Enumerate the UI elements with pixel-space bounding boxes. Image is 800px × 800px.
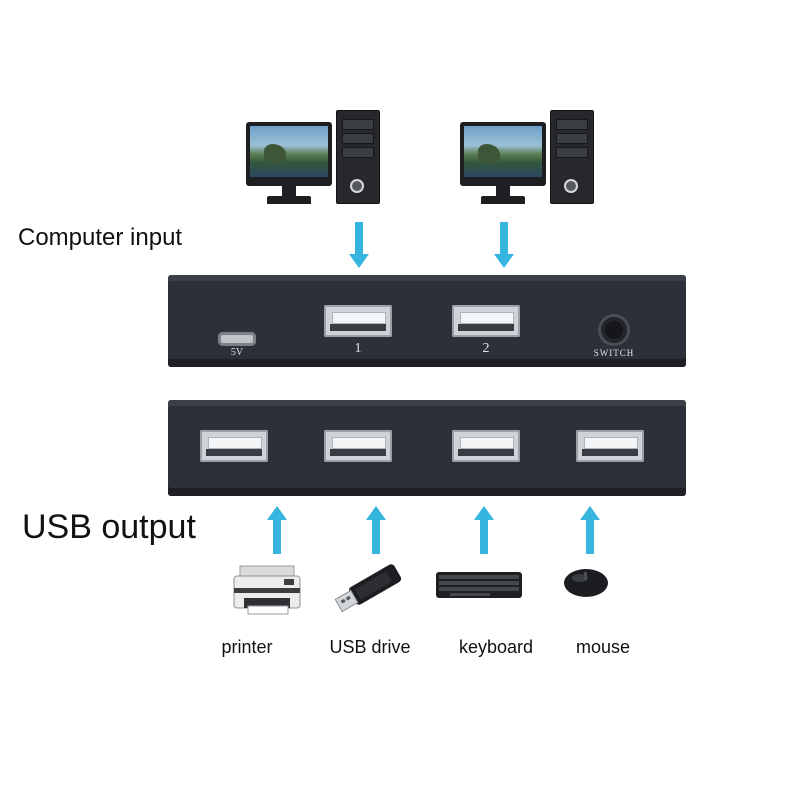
arrow-up-icon [474, 506, 494, 554]
power-port-label: 5V [230, 347, 244, 358]
switch-button[interactable] [601, 317, 627, 343]
arrow-down-icon [349, 222, 369, 270]
usb-output-port-3[interactable] [452, 430, 520, 462]
keyboard-icon [436, 572, 522, 598]
output-section-title: USB output [22, 508, 196, 546]
usb-output-port-1[interactable] [200, 430, 268, 462]
pc-tower-icon [550, 110, 594, 204]
switch-button-label: SWITCH [593, 348, 635, 358]
micro-usb-port[interactable] [218, 332, 256, 346]
usb-input-port-1[interactable] [324, 305, 392, 337]
usb-output-port-4[interactable] [576, 430, 644, 462]
arrow-up-icon [267, 506, 287, 554]
device-label-printer: printer [221, 637, 273, 657]
switch-output-panel [168, 400, 686, 496]
pc-tower-icon [336, 110, 380, 204]
monitor-icon [246, 122, 332, 186]
arrow-up-icon [366, 506, 386, 554]
device-label-keyboard: keyboard [458, 637, 534, 657]
switch-input-panel: 5V 1 2 SWITCH [168, 275, 686, 367]
usb-drive-icon [334, 564, 402, 613]
input-port-1-label: 1 [354, 341, 362, 356]
printer-icon [233, 565, 301, 615]
usb-output-port-2[interactable] [324, 430, 392, 462]
input-section-title: Computer input [18, 224, 183, 251]
device-label-mouse: mouse [575, 637, 631, 657]
monitor-icon [460, 122, 546, 186]
device-label-usb-drive: USB drive [329, 637, 411, 657]
usb-input-port-2[interactable] [452, 305, 520, 337]
arrow-up-icon [580, 506, 600, 554]
input-port-2-label: 2 [482, 341, 490, 356]
mouse-icon [564, 569, 608, 597]
arrow-down-icon [494, 222, 514, 270]
